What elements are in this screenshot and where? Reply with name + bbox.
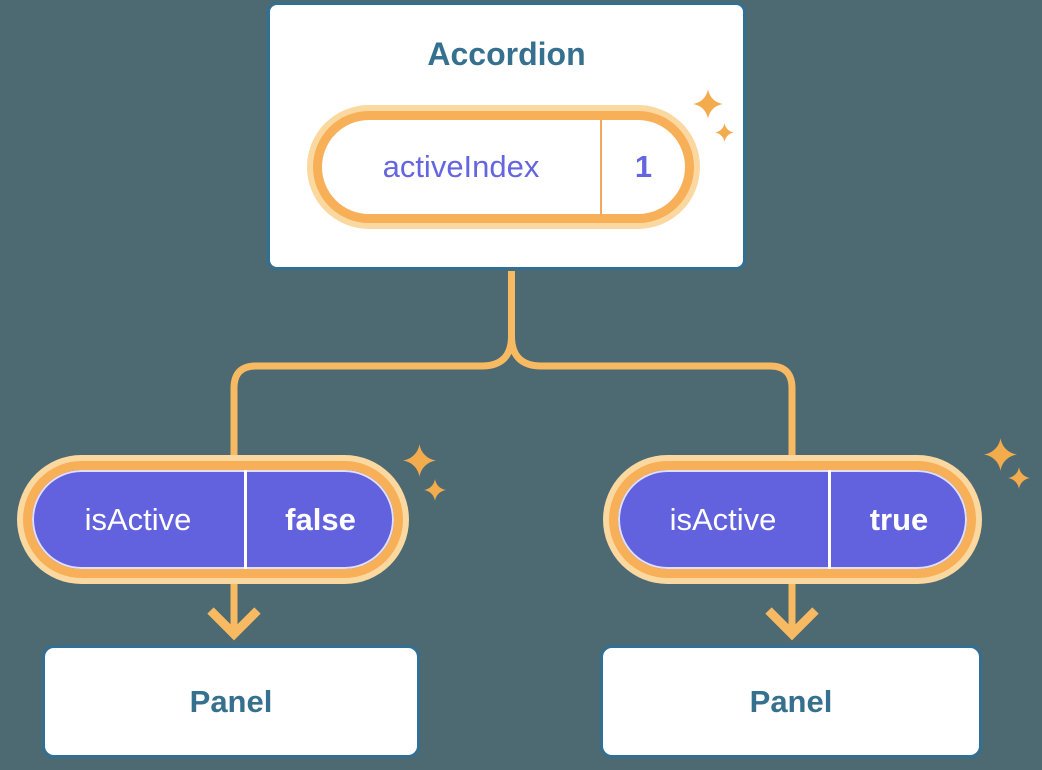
- sparkle-icon: [1008, 467, 1030, 489]
- state-label: activeIndex: [382, 149, 540, 184]
- is-active-pill-false: isActive false: [23, 461, 403, 578]
- panel-title: Panel: [749, 683, 833, 719]
- sparkle-icon: [715, 123, 734, 142]
- state-value: true: [869, 501, 929, 537]
- sparkle-icon: [424, 479, 446, 501]
- panel-card-right: Panel: [600, 645, 982, 758]
- active-index-pill: activeIndex 1: [313, 111, 694, 223]
- panel-card-left: Panel: [42, 645, 420, 758]
- sparkle-icon: [693, 89, 723, 119]
- arrow-down-icon-right: [765, 607, 819, 641]
- panel-title: Panel: [189, 683, 273, 719]
- is-active-pill-true: isActive true: [609, 461, 976, 578]
- pill-divider: [828, 470, 831, 569]
- pill-divider: [244, 470, 247, 569]
- accordion-title: Accordion: [427, 36, 586, 72]
- arrow-down-icon-left: [207, 607, 261, 641]
- connector-left-branch: [230, 271, 515, 634]
- state-value: false: [285, 501, 356, 537]
- sparkle-icon: [403, 444, 436, 477]
- state-label: isActive: [84, 501, 192, 537]
- connector-right-branch: [508, 335, 796, 634]
- state-label: isActive: [669, 501, 777, 537]
- sparkle-icon: [984, 438, 1017, 471]
- state-value: 1: [634, 149, 653, 184]
- pill-divider: [600, 120, 602, 214]
